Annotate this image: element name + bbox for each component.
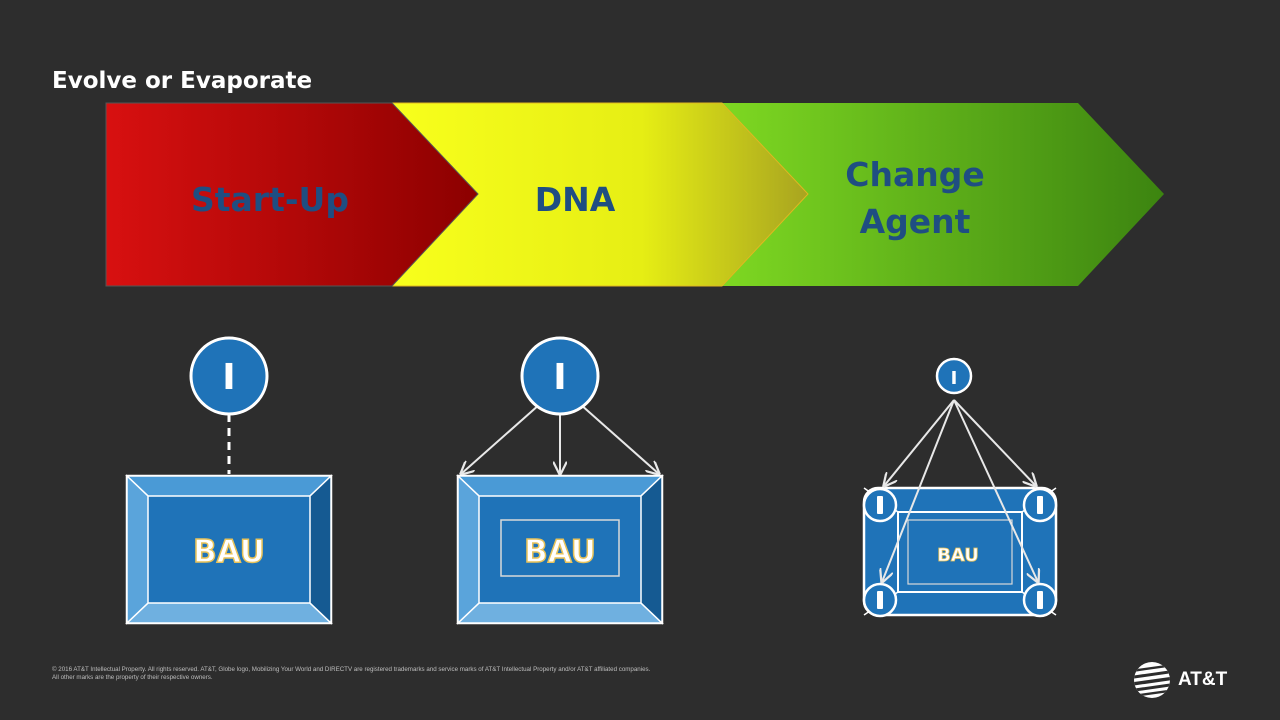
bau-box: BAU <box>862 486 1058 617</box>
corner-individual-icon <box>862 487 898 523</box>
slide-title: Evolve or Evaporate <box>52 68 313 94</box>
copyright-footer: © 2016 AT&T Intellectual Property. All r… <box>52 666 651 681</box>
bau-label: BAU <box>193 534 265 570</box>
chevron-label-start-up: Start-Up <box>191 180 349 219</box>
corner-individual-icon <box>1022 487 1058 523</box>
chevron-label-dna: DNA <box>535 180 616 219</box>
chevron-label-change: Change <box>845 155 984 194</box>
corner-individual-icon <box>862 582 898 618</box>
individual-icon: I <box>189 336 269 416</box>
chevron-start-up: Start-Up <box>105 102 479 287</box>
stage-start-up: I BAU <box>125 336 333 625</box>
svg-text:I: I <box>951 368 958 389</box>
individual-icon: I <box>520 336 600 416</box>
chevron-label-agent: Agent <box>860 202 971 241</box>
svg-text:I: I <box>222 357 235 398</box>
att-globe-icon <box>1134 662 1170 698</box>
chevron-dna: DNA <box>390 102 809 287</box>
bau-box: BAU <box>125 474 333 625</box>
bau-box: BAU <box>456 474 664 625</box>
stage-dna: I BAU <box>456 336 664 625</box>
corner-individual-icon <box>1022 582 1058 618</box>
brand-name: AT&T <box>1178 669 1228 690</box>
svg-text:I: I <box>553 357 566 398</box>
bau-label: BAU <box>524 534 596 570</box>
chevron-change-agent: Change Agent <box>722 103 1164 286</box>
att-logo: AT&T <box>1132 660 1227 700</box>
individual-icon: I <box>935 357 973 395</box>
stage-change-agent: BAU I <box>862 357 1058 618</box>
bau-label: BAU <box>937 545 979 566</box>
